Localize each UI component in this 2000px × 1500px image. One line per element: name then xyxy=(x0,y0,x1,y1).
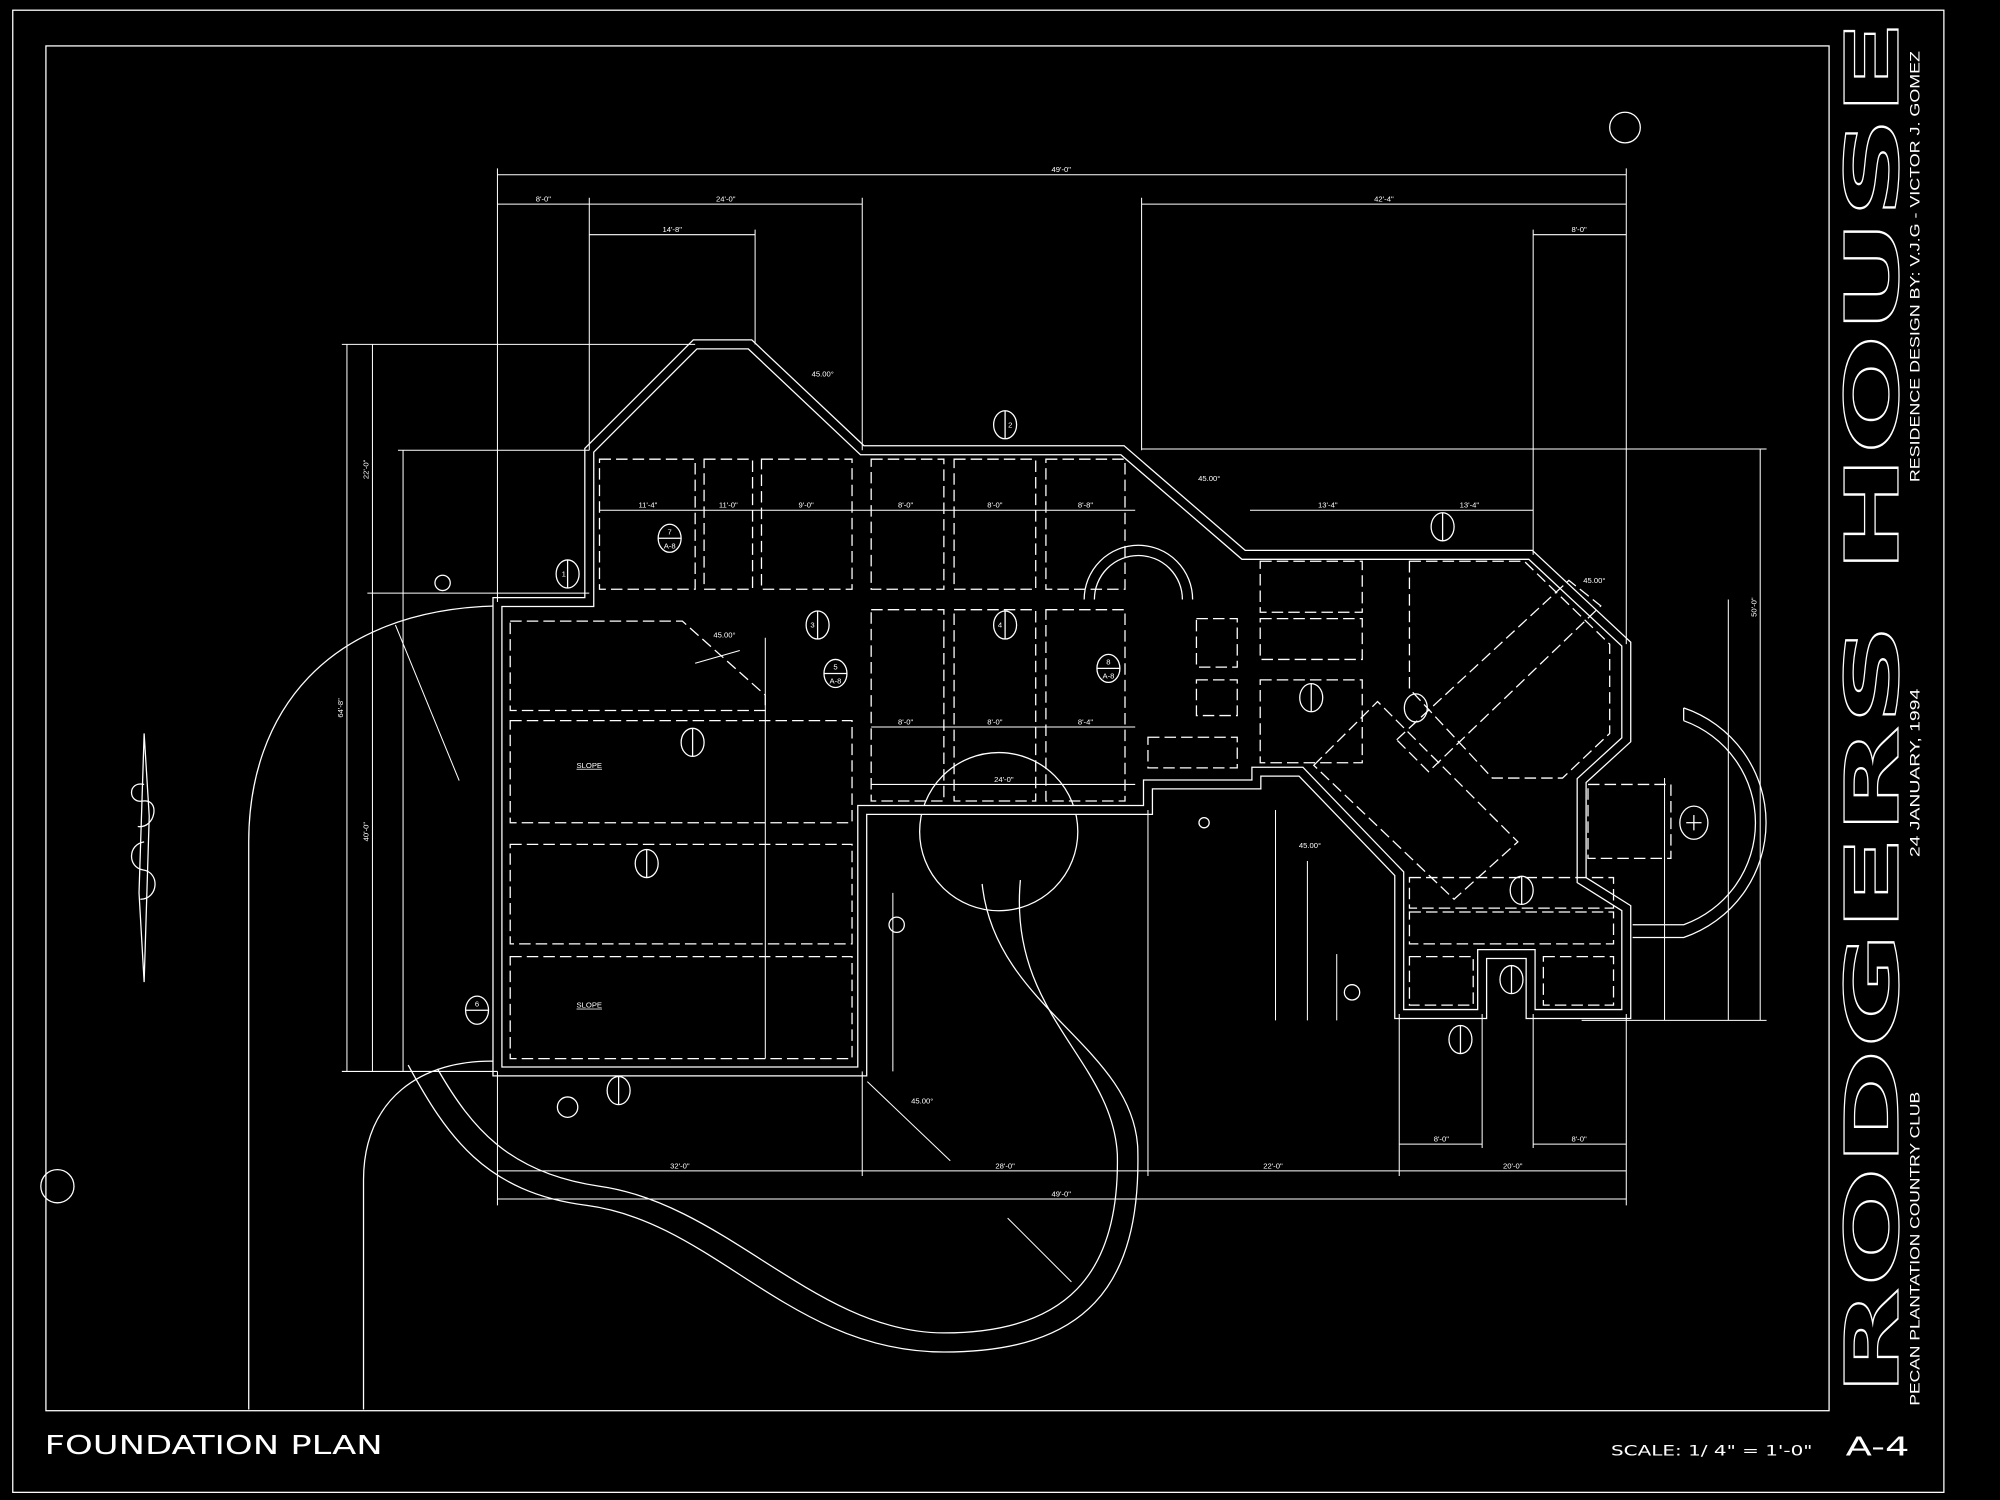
dim-label: 49'-0" xyxy=(1051,165,1071,174)
svg-text:A-8: A-8 xyxy=(830,677,842,686)
angle-label: 45.00° xyxy=(713,631,735,640)
section-marker xyxy=(680,727,705,758)
dim-label: 8'-0" xyxy=(1571,1135,1587,1144)
dimension-labels: 49'-0" 8'-0" 24'-0" 42'-4" 14'-8" 8'-0" … xyxy=(336,165,1758,1198)
angle-label: 45.00° xyxy=(1299,841,1321,850)
section-marker: 8A-8 xyxy=(1096,653,1121,684)
dim-label: 32'-0" xyxy=(670,1161,690,1170)
site-circles xyxy=(40,111,1641,1204)
section-marker xyxy=(634,848,659,879)
site-driveway xyxy=(248,605,1767,1410)
section-marker: 5A-8 xyxy=(823,658,848,689)
slope-note: SLOPE xyxy=(577,1001,602,1010)
svg-text:6: 6 xyxy=(475,999,479,1008)
dim-label: 8'-0" xyxy=(1571,225,1587,234)
svg-text:A-8: A-8 xyxy=(1102,672,1114,681)
dim-label: 14'-8" xyxy=(662,225,682,234)
section-marker: 7A-8 xyxy=(657,523,682,553)
section-markers: 7A-8 1 2 3 4 5A-8 8A-8 6 xyxy=(464,410,1709,1106)
dim-label: 49'-0" xyxy=(1051,1189,1071,1198)
dim-label: 28'-0" xyxy=(995,1161,1015,1170)
svg-text:7: 7 xyxy=(668,527,672,536)
dim-label: 11'-4" xyxy=(639,501,658,510)
turnaround-circle xyxy=(919,751,1079,912)
angle-label: 45.00° xyxy=(812,369,834,378)
svg-text:5: 5 xyxy=(833,663,837,672)
dim-label: 42'-4" xyxy=(1374,195,1394,204)
drawing-title: FOUNDATION PLAN xyxy=(45,1431,383,1461)
drawing-scale: SCALE: 1/ 4" = 1'-0" xyxy=(1611,1443,1813,1459)
section-marker: 3 xyxy=(805,610,830,640)
title-block: RODGERS HOUSE RESIDENCE DESIGN BY: V.J.G… xyxy=(1611,18,1923,1462)
section-marker xyxy=(1403,693,1428,723)
dim-label: 64'-8" xyxy=(336,698,345,718)
dim-label: 24'-0" xyxy=(716,195,736,204)
dimension-lines xyxy=(341,168,1767,1283)
section-marker xyxy=(1299,683,1324,713)
north-arrow-icon xyxy=(130,733,156,983)
dim-label: 22'-0" xyxy=(1263,1161,1283,1170)
drawing-date: 24 JANUARY, 1994 xyxy=(1907,689,1923,858)
dim-label: 8'-0" xyxy=(987,717,1003,726)
dim-label: 22'-0" xyxy=(362,459,371,479)
inner-border xyxy=(45,45,1830,1412)
project-location: PECAN PLANTATION COUNTRY CLUB xyxy=(1907,1092,1923,1406)
svg-text:8: 8 xyxy=(1106,658,1110,667)
section-marker: 6 xyxy=(464,995,490,1025)
dim-label: 40'-0" xyxy=(362,822,371,842)
sheet-number: A-4 xyxy=(1846,1432,1910,1462)
dim-label: 20'-0" xyxy=(1503,1161,1523,1170)
svg-text:4: 4 xyxy=(998,621,1003,630)
section-marker xyxy=(1679,805,1709,840)
project-title: RODGERS HOUSE xyxy=(1830,19,1916,1397)
outer-border xyxy=(12,9,1945,1493)
dim-label: 8'-0" xyxy=(536,195,552,204)
svg-text:A-8: A-8 xyxy=(664,541,676,550)
dim-label: 8'-0" xyxy=(898,501,914,510)
section-marker xyxy=(606,1075,631,1106)
svg-text:1: 1 xyxy=(562,570,566,579)
footing-bays xyxy=(509,458,1672,1060)
dim-label: 8'-4" xyxy=(1078,717,1094,726)
svg-text:2: 2 xyxy=(1008,420,1012,429)
section-marker: 2 xyxy=(992,410,1018,440)
dim-label: 24'-0" xyxy=(994,775,1014,784)
dim-label: 8'-0" xyxy=(987,501,1003,510)
section-marker xyxy=(1499,964,1524,995)
dim-label: 13'-4" xyxy=(1460,501,1480,510)
svg-text:3: 3 xyxy=(810,621,814,630)
section-marker: 1 xyxy=(555,559,580,589)
dim-label: 8'-0" xyxy=(898,717,914,726)
angle-label: 45.00° xyxy=(1583,576,1605,585)
section-marker xyxy=(1448,1024,1473,1055)
dim-label: 13'-4" xyxy=(1318,501,1338,510)
angle-label: 45.00° xyxy=(911,1096,933,1105)
designer-credit: RESIDENCE DESIGN BY: V.J.G - VICTOR J. G… xyxy=(1907,50,1923,482)
dim-label: 50'-0" xyxy=(1749,597,1758,617)
dim-label: 9'-0" xyxy=(799,501,815,510)
angle-label: 45.00° xyxy=(1198,474,1220,483)
dim-label: 11'-0" xyxy=(719,501,738,510)
section-marker: 4 xyxy=(992,610,1018,640)
slope-note: SLOPE xyxy=(577,761,602,770)
dim-label: 8'-8" xyxy=(1078,501,1094,510)
section-marker xyxy=(1509,875,1534,905)
dim-label: 8'-0" xyxy=(1434,1135,1450,1144)
section-marker xyxy=(1430,512,1455,542)
foundation-walls xyxy=(492,339,1632,1077)
